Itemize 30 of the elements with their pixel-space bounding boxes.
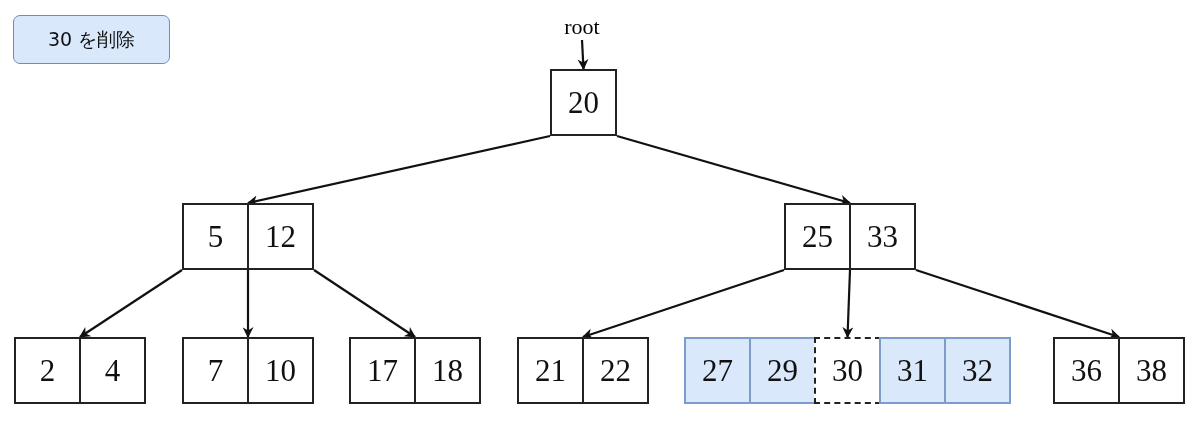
key-cell: 10 (247, 337, 314, 404)
arrow (79, 269, 183, 338)
key-cell: 7 (182, 337, 249, 404)
key-cell: 29 (749, 337, 816, 404)
arrow (313, 269, 416, 338)
key-cell: 25 (784, 203, 851, 270)
pointer-label: root (552, 14, 612, 40)
key-cell: 17 (349, 337, 416, 404)
arrow (581, 268, 785, 340)
key-cell: 33 (849, 203, 916, 270)
key-cell: 20 (550, 69, 617, 136)
key-cell: 4 (79, 337, 146, 404)
arrow (242, 270, 254, 339)
key-cell: 22 (582, 337, 649, 404)
arrow (577, 39, 589, 71)
key-cell: 12 (247, 203, 314, 270)
key-cell: 27 (684, 337, 751, 404)
key-cell: 36 (1053, 337, 1120, 404)
operation-label: 30 を削除 (13, 15, 170, 64)
key-cell: 31 (879, 337, 946, 404)
deleted-key-cell: 30 (814, 337, 881, 404)
arrow (915, 268, 1121, 340)
key-cell: 32 (944, 337, 1011, 404)
key-cell: 38 (1118, 337, 1185, 404)
key-cell: 2 (14, 337, 81, 404)
key-cell: 5 (182, 203, 249, 270)
key-cell: 18 (414, 337, 481, 404)
arrow (616, 134, 852, 206)
key-cell: 21 (517, 337, 584, 404)
arrow (842, 269, 854, 339)
